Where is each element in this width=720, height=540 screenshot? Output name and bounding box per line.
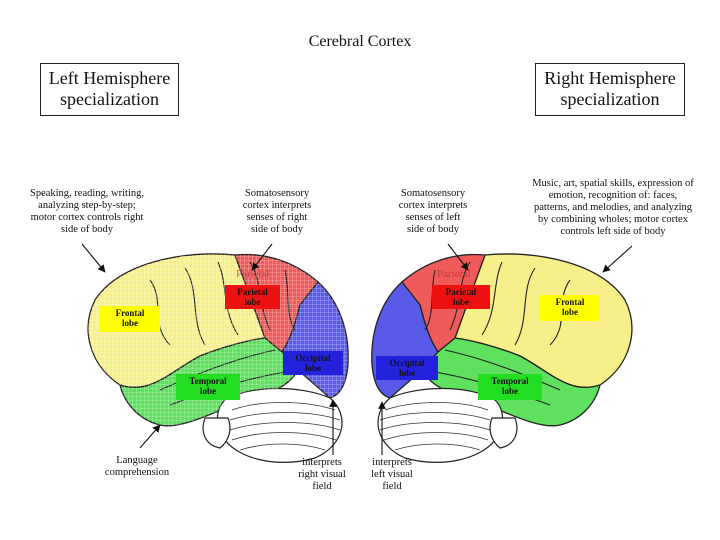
arrow-right-somato — [447, 243, 469, 271]
left-header-line2: specialization — [60, 89, 159, 109]
note-line: side of body — [251, 224, 303, 235]
left-language-note: Language comprehension — [92, 455, 182, 479]
right-header-line1: Right Hemisphere — [544, 68, 676, 88]
label-line: Temporal — [189, 376, 227, 386]
note-line: by combining wholes; motor cortex — [538, 214, 688, 225]
note-line: field — [382, 481, 402, 492]
note-line: patterns, and melodies, and analyzing — [533, 202, 693, 213]
left-header-line1: Left Hemisphere — [48, 68, 171, 88]
label-line: Frontal — [115, 308, 145, 318]
arrow-left-somato — [251, 243, 273, 271]
note-line: cortex interprets — [398, 200, 468, 211]
left-brainstem — [202, 417, 231, 449]
label-line: Occipital — [389, 358, 425, 368]
note-line: right visual — [298, 469, 346, 480]
right-header-line2: specialization — [560, 89, 660, 109]
right-cerebellum-folds — [379, 402, 491, 451]
label-line: lobe — [452, 297, 469, 307]
note-line: senses of right — [246, 212, 308, 223]
arrows — [81, 243, 633, 455]
note-line: Somatosensory — [400, 188, 466, 199]
label-line: Parietal — [237, 287, 268, 297]
right-hemisphere-header: Right Hemisphere specialization — [535, 63, 685, 116]
label-line: Frontal — [555, 297, 585, 307]
label-line: lobe — [244, 297, 261, 307]
note-line: analyzing step-by-step; — [38, 200, 136, 211]
label-line: Temporal — [491, 376, 529, 386]
label-line: lobe — [561, 307, 578, 317]
left-lf-texture — [88, 253, 265, 388]
label-line: Occipital — [295, 353, 331, 363]
right-parietal-watermark: Parietal — [437, 268, 471, 280]
label-line: lobe — [398, 368, 415, 378]
note-line: emotion, recognition of: faces, — [548, 190, 678, 201]
note-line: senses of left — [405, 212, 461, 223]
note-line: field — [312, 481, 332, 492]
arrow-left-language — [139, 424, 161, 449]
left-speaking-note: Speaking, reading, writing, analyzing st… — [12, 188, 162, 236]
left-somatosensory-note: Somatosensory cortex interprets senses o… — [232, 188, 322, 236]
note-line: side of body — [61, 224, 113, 235]
note-line: left visual — [371, 469, 413, 480]
label-line: lobe — [501, 386, 518, 396]
note-line: cortex interprets — [242, 200, 312, 211]
right-visual-note: interprets left visual field — [360, 457, 424, 493]
label-line: lobe — [199, 386, 216, 396]
right-brainstem — [489, 417, 518, 449]
left-visual-note: interprets right visual field — [290, 457, 354, 493]
note-line: Music, art, spatial skills, expression o… — [532, 178, 694, 189]
note-line: Language — [116, 455, 158, 466]
label-line: lobe — [304, 363, 321, 373]
arrow-right-music — [602, 245, 633, 273]
note-line: motor cortex controls right — [30, 212, 144, 223]
right-music-note: Music, art, spatial skills, expression o… — [515, 178, 711, 238]
note-line: comprehension — [104, 467, 170, 478]
note-line: interprets — [372, 457, 412, 468]
left-cerebellum-folds — [229, 402, 341, 451]
note-line: side of body — [407, 224, 459, 235]
note-line: Speaking, reading, writing, — [29, 188, 145, 199]
note-line: controls left side of body — [560, 226, 666, 237]
page-title: Cerebral Cortex — [308, 33, 412, 50]
arrow-left-speaking — [81, 243, 106, 273]
left-parietal-watermark: Parietal — [236, 268, 270, 280]
label-line: lobe — [121, 318, 138, 328]
note-line: interprets — [302, 457, 342, 468]
label-line: Parietal — [445, 287, 477, 297]
left-hemisphere-header: Left Hemisphere specialization — [40, 63, 179, 116]
right-somatosensory-note: Somatosensory cortex interprets senses o… — [388, 188, 478, 236]
note-line: Somatosensory — [244, 188, 310, 199]
